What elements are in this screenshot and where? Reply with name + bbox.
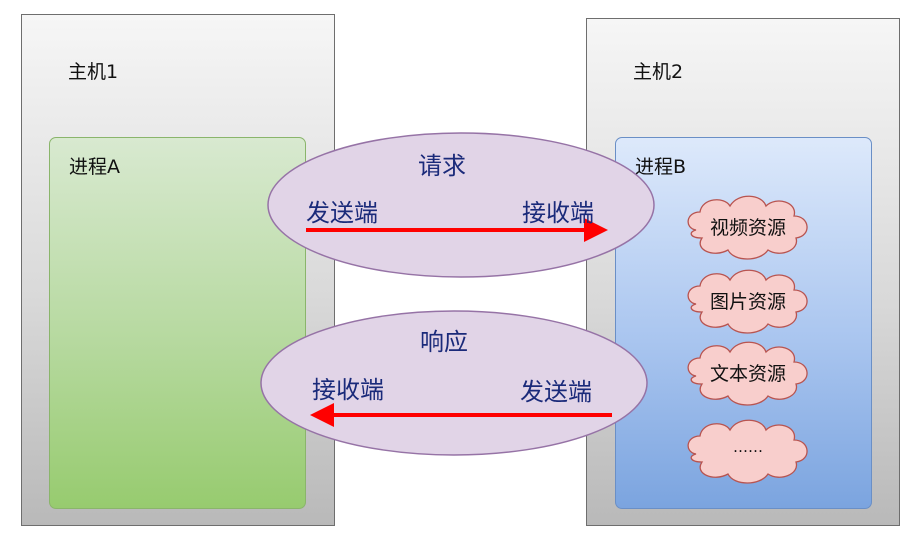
response-ellipse xyxy=(260,310,648,456)
response-receiver-label: 接收端 xyxy=(312,376,384,404)
response-sender-label: 发送端 xyxy=(520,378,592,406)
resource-cloud-video xyxy=(687,195,808,260)
response-label: 响应 xyxy=(420,328,468,356)
resource-cloud-text xyxy=(687,341,808,406)
resource-label-text: 文本资源 xyxy=(709,363,786,385)
request-ellipse xyxy=(267,132,655,278)
process-a-box: 进程A xyxy=(49,137,306,509)
request-sender-label: 发送端 xyxy=(306,199,378,227)
request-label: 请求 xyxy=(418,152,466,180)
resource-label-video: 视频资源 xyxy=(709,217,786,239)
resource-cloud-image xyxy=(687,269,808,334)
resource-label-more: …… xyxy=(733,438,763,456)
resource-cloud-more xyxy=(687,419,808,484)
request-receiver-label: 接收端 xyxy=(522,199,594,227)
process-b-title: 进程B xyxy=(635,156,687,178)
process-a-title: 进程A xyxy=(69,156,120,178)
resource-label-image: 图片资源 xyxy=(709,291,786,313)
host-2-title: 主机2 xyxy=(633,61,684,83)
host-1-title: 主机1 xyxy=(68,61,119,83)
